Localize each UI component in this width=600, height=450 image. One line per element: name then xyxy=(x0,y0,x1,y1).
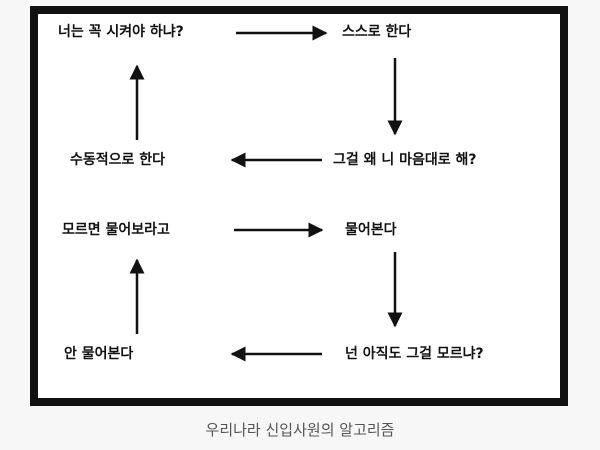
node-lower-left: 모르면 물어보라고 xyxy=(62,222,170,238)
node-top-left: 너는 꼭 시켜야 하냐? xyxy=(58,24,184,40)
node-bottom-right: 넌 아직도 그걸 모르냐? xyxy=(345,346,484,362)
caption: 우리나라 신입사원의 알고리즘 xyxy=(205,421,395,439)
node-bottom-left: 안 물어본다 xyxy=(64,346,134,362)
node-mid-left: 수동적으로 한다 xyxy=(70,152,166,168)
node-lower-right: 물어본다 xyxy=(345,222,397,238)
diagram-frame xyxy=(30,6,568,406)
node-top-right: 스스로 한다 xyxy=(342,24,412,40)
node-mid-right: 그걸 왜 니 마음대로 해? xyxy=(333,152,477,168)
